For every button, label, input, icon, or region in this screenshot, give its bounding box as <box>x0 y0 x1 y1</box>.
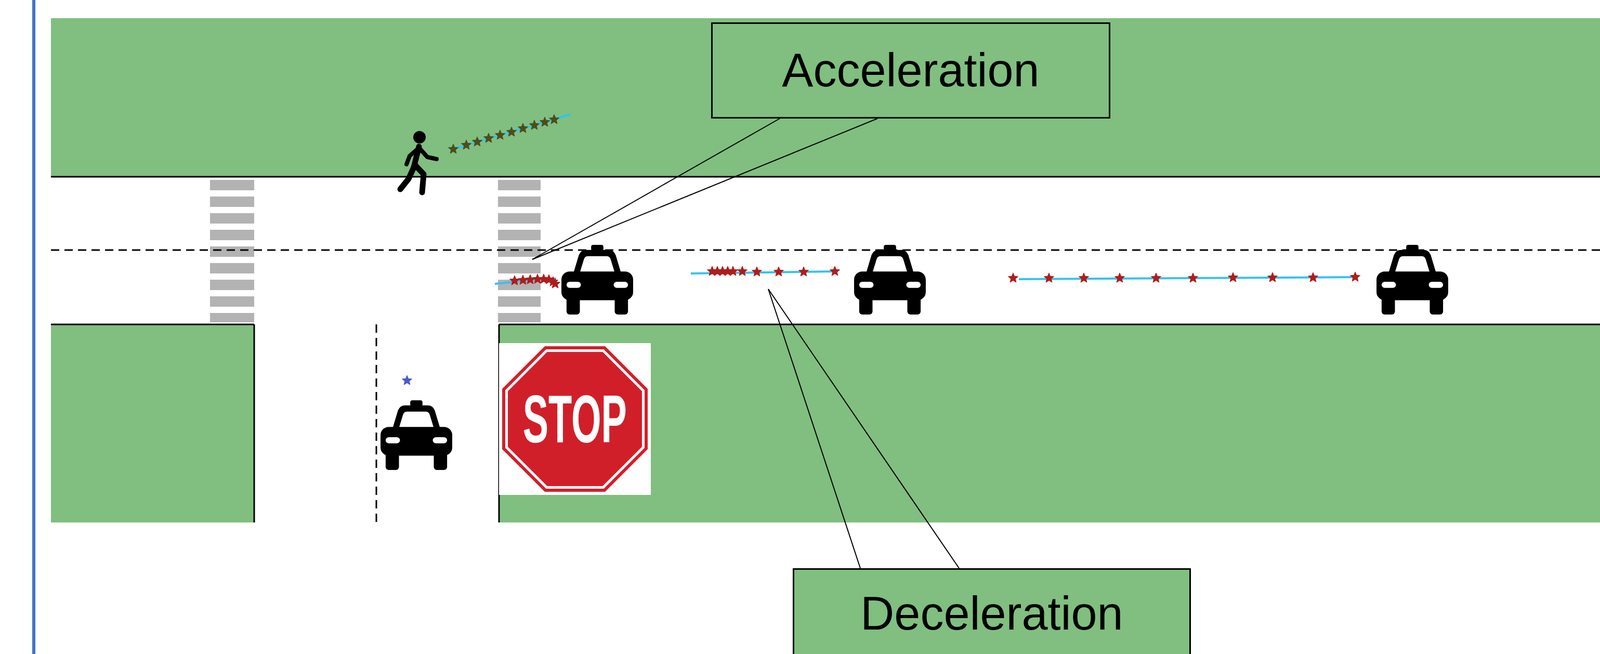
crosswalk <box>497 179 541 323</box>
trajectory-star <box>1188 272 1199 283</box>
trajectory-star <box>1079 272 1090 283</box>
car-icon <box>561 244 634 315</box>
grass <box>50 18 1600 177</box>
trajectory-star <box>461 139 472 150</box>
trajectory-star <box>830 266 841 276</box>
trajectory-star <box>728 266 739 276</box>
callout-text: Deceleration <box>860 586 1123 641</box>
lane-marking <box>375 324 378 523</box>
trajectory-star <box>1044 272 1055 283</box>
trajectory-star <box>752 266 763 277</box>
sign-text: STOP <box>522 379 627 458</box>
trajectory-star <box>448 143 459 154</box>
crosswalk <box>210 179 255 323</box>
trajectory-star <box>518 123 529 133</box>
trajectory-star <box>472 136 483 147</box>
pedestrian-icon <box>400 130 437 193</box>
callout-box: Deceleration <box>792 568 1191 654</box>
trajectory-star <box>540 116 550 127</box>
frame-line <box>32 0 36 654</box>
trajectory-star <box>402 375 413 385</box>
trajectory-star <box>529 120 540 130</box>
car-icon <box>380 400 453 470</box>
trajectory-star <box>1228 272 1239 282</box>
trajectory-star <box>774 266 784 277</box>
trajectory-star <box>483 133 494 143</box>
trajectory-star <box>525 274 536 284</box>
trajectory-star <box>1350 271 1361 282</box>
car-icon <box>854 244 926 315</box>
trajectory-star <box>1308 272 1319 282</box>
car-icon <box>1376 244 1449 315</box>
trajectory-star <box>549 114 560 124</box>
trajectory-line <box>452 114 1357 284</box>
trajectory-star <box>798 266 809 277</box>
trajectory-star <box>550 278 561 288</box>
trajectory-star <box>737 266 748 276</box>
lane-marking <box>50 249 1600 252</box>
callout-box: Acceleration <box>711 22 1111 119</box>
trajectory-star <box>1115 272 1125 283</box>
grass <box>50 324 255 523</box>
trajectory-star <box>1151 272 1162 283</box>
trajectory-star <box>495 129 506 140</box>
trajectory-star <box>1267 272 1278 282</box>
curb-line <box>50 176 1600 523</box>
grass <box>499 324 1600 523</box>
trajectory-star <box>509 275 520 285</box>
callout-text: Acceleration <box>781 43 1040 98</box>
trajectory-star <box>506 126 517 137</box>
trajectory-star <box>518 274 529 285</box>
stop-sign: STOP <box>499 343 651 495</box>
trajectory-star <box>1008 272 1019 283</box>
